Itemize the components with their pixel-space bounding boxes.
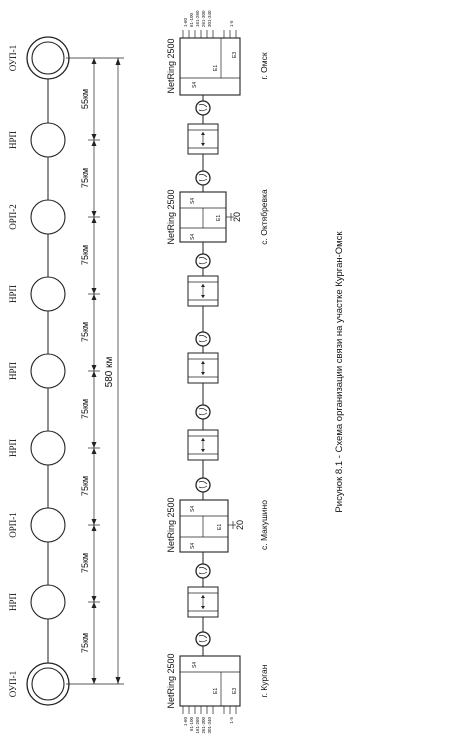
port-label: E1	[213, 65, 219, 71]
span-label: 75км	[80, 322, 90, 342]
channel-label: 61-100	[189, 12, 194, 27]
terminal-station-bottom	[26, 662, 70, 706]
station-label: НРП	[8, 131, 18, 150]
station-label: НРП	[8, 593, 18, 612]
port-label: S4	[190, 234, 196, 240]
optical-connector	[195, 563, 211, 579]
port-label: S4	[192, 662, 198, 668]
port-label: E1	[216, 215, 222, 221]
figure-caption: Рисунок 8.1 - Схема организации связи на…	[334, 231, 345, 513]
regenerator	[187, 429, 219, 461]
channel-label: 161-260	[195, 717, 200, 734]
optical-connector	[195, 477, 211, 493]
optical-connector	[195, 253, 211, 269]
node-omsk: S4 E1 E3 1-60 61-100 161-260 261-300 301…	[166, 10, 269, 96]
regenerator	[187, 123, 219, 155]
city-label: с. Октябревка	[259, 189, 269, 245]
city-label: г. Омск	[259, 52, 269, 79]
station-label: ОУП-1	[8, 671, 18, 697]
service-station	[30, 507, 66, 543]
network-scheme: S4 E1 E3 1-60 61-100 161-260 261-300 301…	[166, 10, 269, 734]
station-label: ОРП-2	[8, 204, 18, 230]
span-label: 75км	[80, 245, 90, 265]
city-label: г. Курган	[259, 664, 269, 697]
channel-list: 1-60 61-100 161-260 261-300 301-340	[183, 10, 212, 27]
node-name: NetRing 2500	[166, 497, 176, 552]
span-label: 75км	[80, 476, 90, 496]
port-label: E3	[232, 52, 238, 58]
channel-label: 161-260	[195, 10, 200, 27]
port-label: S4	[190, 198, 196, 204]
channel-list: 1-60 61-100 161-260 261-300 301-340	[183, 717, 212, 734]
port-label: S4	[192, 82, 198, 88]
span-label: 55км	[80, 89, 90, 109]
span-label: 75км	[80, 553, 90, 573]
port-label: E1	[217, 524, 223, 530]
channel-label: 301-340	[207, 717, 212, 734]
node-kurgan: S4 E1 E3 1-60 61-100 161-260 261-300 301…	[166, 653, 269, 733]
station-chain: ОУП-1 НРП ОРП-2 НРП НРП НРП ОРП-1 НРП ОУ…	[8, 36, 124, 706]
tributary-count: 20	[235, 520, 245, 530]
port-label: S4	[190, 506, 196, 512]
span-arrowheads	[91, 58, 97, 684]
channel-label: 61-100	[189, 717, 194, 732]
span-label: 75км	[80, 633, 90, 653]
channel-label: 1-60	[183, 17, 188, 27]
regen-station	[30, 430, 66, 466]
channel-label: 261-300	[201, 10, 206, 27]
node-name: NetRing 2500	[166, 38, 176, 93]
station-label: НРП	[8, 439, 18, 458]
optical-connector	[195, 331, 211, 347]
port-label: E1	[213, 688, 219, 694]
node-oktyabrevka: S4 S4 E1 20 NetRing 2500 с. Октябревка	[166, 189, 269, 245]
channel-label: 301-340	[207, 10, 212, 27]
span-label: 75км	[80, 168, 90, 188]
channel-label: 261-300	[201, 717, 206, 734]
range-label: 1-5	[229, 20, 234, 27]
total-length-label: 580 км	[104, 357, 115, 388]
optical-connector	[195, 631, 211, 647]
optical-connector	[195, 170, 211, 186]
node-name: NetRing 2500	[166, 653, 176, 708]
channel-label: 1-60	[183, 717, 188, 727]
span-ticks	[66, 57, 124, 685]
regenerator	[187, 352, 219, 384]
city-label: с. Макушино	[259, 500, 269, 550]
optical-connector	[195, 100, 211, 116]
regen-station	[30, 276, 66, 312]
station-label: ОУП-1	[8, 45, 18, 71]
regen-station	[30, 353, 66, 389]
node-makushino: S4 S4 E1 20 NetRing 2500 с. Макушино	[166, 497, 269, 553]
station-label: ОРП-1	[8, 512, 18, 538]
station-label: НРП	[8, 362, 18, 381]
optical-connector	[195, 404, 211, 420]
node-name: NetRing 2500	[166, 189, 176, 244]
station-label: НРП	[8, 285, 18, 304]
regenerator	[187, 275, 219, 307]
regenerator	[187, 586, 219, 618]
port-label: S4	[190, 543, 196, 549]
tributary-count: 20	[232, 212, 242, 222]
regen-station	[30, 122, 66, 158]
service-station	[30, 199, 66, 235]
port-label: E3	[232, 688, 238, 694]
span-label: 75км	[80, 399, 90, 419]
terminal-station-top	[26, 36, 70, 80]
range-label: 1-5	[229, 717, 234, 724]
regen-station	[30, 584, 66, 620]
